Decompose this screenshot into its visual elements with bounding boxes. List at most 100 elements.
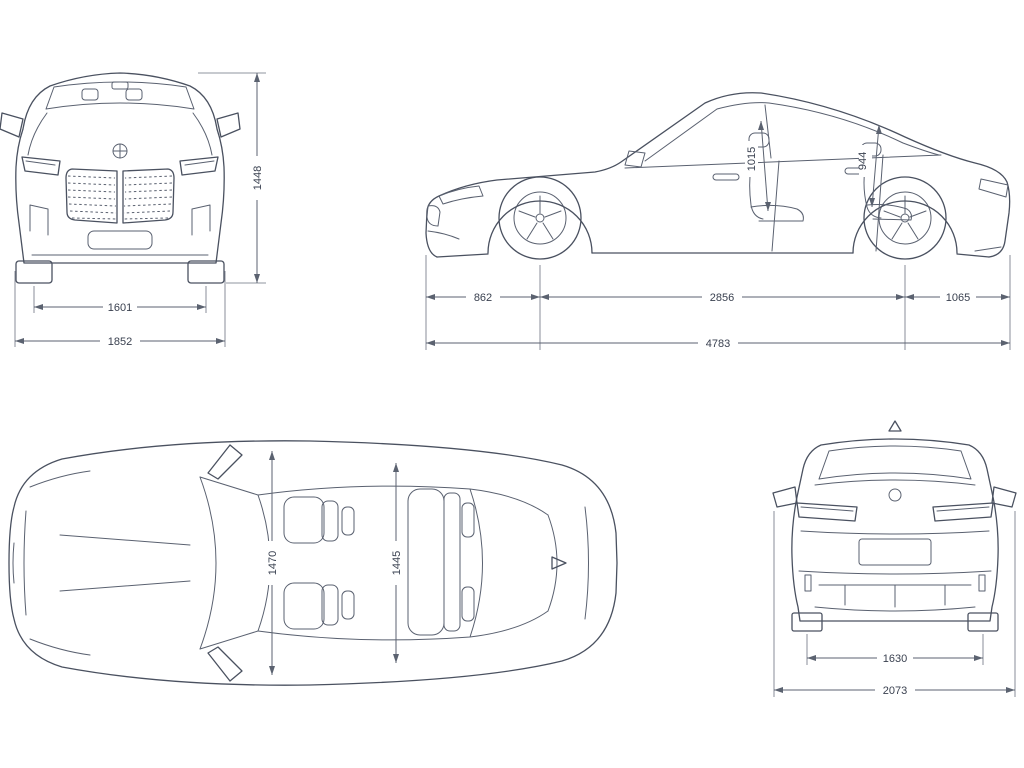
headlight-plan-top [29,470,91,488]
rear-left-mirror [772,486,798,508]
rear-body-outline [791,438,999,622]
rear-interior-width-dimension: 1445 [389,463,403,663]
grille-right-kidney [122,168,175,224]
glass-side-top [257,485,549,516]
front-right-wheel [187,260,225,284]
taillight-left-inner [800,506,854,512]
top-view-drawing: 1470 1445 [8,440,618,686]
windshield [45,81,195,110]
fin-antenna [888,420,902,432]
diffuser [818,584,972,608]
mirror-plan-top [207,444,243,480]
side-view-car [425,92,1011,260]
grille-left-kidney [65,168,118,224]
fin-antenna-plan [551,556,567,570]
left-mirror [0,112,24,138]
dimension-label-front-overhang: 862 [474,292,492,304]
b-pillar [764,104,772,159]
mirror-plan-bottom [207,646,243,682]
reflector-right [978,574,986,592]
front-kidney-plan [12,542,15,584]
headlight-right-drl [184,160,215,166]
headrest-right [125,88,143,101]
front-headroom-dimension: 1015 [745,120,771,212]
bumper-intake-right [191,204,211,236]
rear-roundel [888,488,902,502]
front-view-car [0,72,241,284]
front-track-dimension: 1601 [33,286,207,314]
roof-rear-edge [469,488,483,638]
front-width-dimension: 1852 [14,271,226,348]
side-view-drawing: 1015 944 862 2856 1065 [425,92,1011,350]
rear-door-seam [875,154,884,252]
headlight-plan-bottom [29,638,91,656]
rear-wheel-arch [852,200,958,254]
rear-headroom-dimension: 944 [857,124,882,208]
rear-right-wheel [967,612,999,632]
front-seats-plan [283,496,355,630]
taillight-right-inner [936,506,990,512]
dimension-label-mirror-width: 2073 [883,685,907,697]
dimension-label-front-headroom: 1015 [746,147,758,171]
headlight-left-drl [25,160,56,166]
plan-body-outline [8,440,618,686]
taillight-right [932,502,994,522]
front-wheel-arch [487,200,593,254]
dimension-label-front-interior-width: 1470 [267,551,279,575]
dimension-label-rear-headroom: 944 [857,152,869,170]
bumper-center-intake [87,230,153,250]
license-plate-recess [858,538,932,566]
headlight-right [179,156,219,176]
bumper-lower-edge [814,606,976,612]
rear-track-dimension: 1630 [806,634,984,665]
nose-inner-line [23,510,27,616]
front-bumper-line [427,230,460,240]
length-dimensions: 862 2856 1065 4783 [425,255,1011,350]
rear-window [818,445,972,480]
bumper-intake-left [29,204,49,236]
hood-crease-right [192,112,213,156]
bumper-crease [798,570,992,575]
glass-side-bottom [257,610,549,641]
trunk-lower-edge [800,530,990,535]
a-pillar-bottom [199,630,259,650]
front-left-wheel [15,260,53,284]
dimension-label-width: 1852 [108,336,132,348]
dimension-label-height: 1448 [252,166,264,190]
top-view-car [8,440,618,686]
front-interior-width-dimension: 1470 [265,451,279,675]
taillight-side [978,178,1009,198]
dimension-label-overall-length: 4783 [706,338,730,350]
rearview-mirror [111,81,129,90]
trunk-edge-plan [584,506,589,620]
dimension-label-rear-interior-width: 1445 [391,551,403,575]
reflector-left [804,574,812,592]
rear-view-drawing: 1630 2073 [772,420,1017,697]
bumper-bottoms [436,253,990,258]
front-view-drawing: 1448 1601 1852 [0,72,266,348]
belt-line [624,154,942,169]
side-kidney-grille [426,205,441,227]
front-wheel [498,176,582,260]
dimension-label-rear-overhang: 1065 [946,292,970,304]
grille-mesh [67,175,173,220]
dimension-label-rear-track: 1630 [883,653,907,665]
hood-crease-top [59,534,191,546]
front-height-dimension: 1448 [198,72,266,284]
mirror-width-dimension: 2073 [773,511,1016,697]
brand-roundel-cross [112,143,128,159]
taillight-left [796,502,858,522]
rear-right-mirror [991,486,1017,508]
rear-bumper-line [974,246,1002,252]
dimension-label-track: 1601 [108,302,132,314]
headrest-left [81,88,99,101]
side-headlight [438,185,484,205]
rear-view-car [772,420,1017,632]
a-pillar-top [199,476,259,496]
car-body-outline [15,72,225,264]
rear-glass-base [547,514,558,612]
rear-bench-plan [407,488,475,636]
hood-crease-bottom [59,580,191,592]
cowl-arc [199,476,217,650]
